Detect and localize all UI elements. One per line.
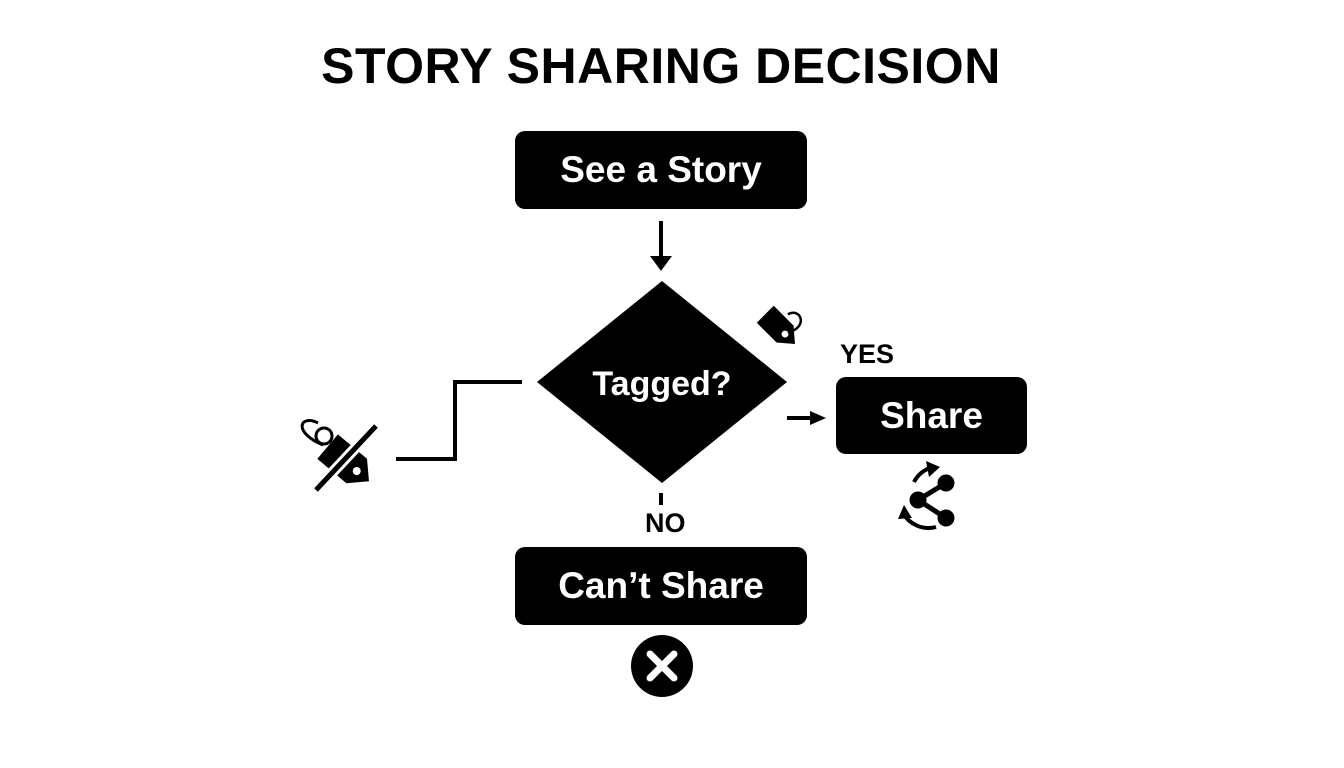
no-branch-label: NO <box>645 508 686 538</box>
cant-share-node: Can’t Share <box>515 547 807 625</box>
close-circle-icon <box>631 635 693 697</box>
connector-decision-to-no-tag <box>396 380 522 461</box>
decision-label: Tagged? <box>592 364 732 403</box>
share-node: Share <box>836 377 1027 454</box>
yes-branch-label: YES <box>840 339 895 369</box>
share-sync-icon <box>898 461 955 530</box>
tag-crossed-out-icon <box>300 419 381 494</box>
share-node-label: Share <box>880 394 983 436</box>
cant-share-node-label: Can’t Share <box>558 565 764 606</box>
price-tag-icon <box>756 305 802 344</box>
start-node-see-a-story: See a Story <box>515 131 807 209</box>
start-node-label: See a Story <box>560 149 762 190</box>
decision-diamond <box>537 281 787 483</box>
diagram-title: STORY SHARING DECISION <box>321 38 1001 94</box>
arrow-start-to-decision <box>650 221 672 271</box>
arrow-decision-to-share <box>787 411 826 425</box>
